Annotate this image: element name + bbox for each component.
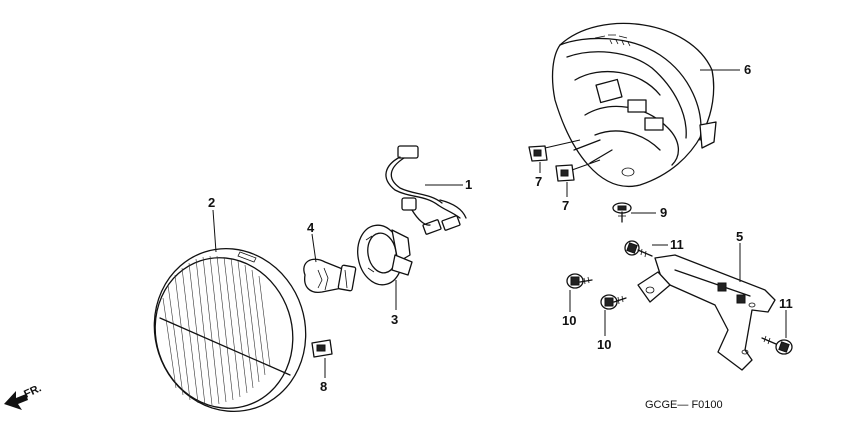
callout-7-lower: 7 [562, 198, 569, 213]
callout-5: 5 [736, 229, 743, 244]
callout-8: 8 [320, 379, 327, 394]
callout-11-upper: 11 [670, 237, 684, 252]
callout-3: 3 [391, 312, 398, 327]
headlight-unit [153, 247, 307, 413]
clip-nut-lower [555, 159, 601, 182]
headlight-bracket [637, 254, 776, 371]
clip-nut-8 [311, 339, 333, 358]
leader-lines [212, 69, 787, 378]
figure-code: GCGE— F0100 [645, 399, 723, 411]
bulb-socket [357, 224, 413, 286]
bolt-11-lower [761, 335, 793, 355]
bulb [303, 258, 357, 293]
bolt-10-left [566, 273, 593, 289]
headlight-case [551, 22, 717, 188]
callout-numbers: 1 2 3 4 5 6 7 7 8 9 10 10 11 11 [208, 62, 793, 394]
callout-11-lower: 11 [779, 296, 793, 311]
callout-4: 4 [307, 220, 315, 235]
callout-10-left: 10 [562, 313, 576, 328]
callout-6: 6 [744, 62, 751, 77]
clip-nut-upper [528, 139, 581, 162]
bolt-11-upper [624, 240, 653, 258]
callout-1: 1 [465, 177, 472, 192]
wire-harness [385, 145, 467, 235]
front-direction-indicator: FR. [4, 382, 43, 410]
front-label: FR. [22, 382, 43, 400]
callout-9: 9 [660, 205, 667, 220]
callout-7-upper: 7 [535, 174, 542, 189]
callout-10-right: 10 [597, 337, 611, 352]
screw-9 [612, 202, 632, 223]
front-arrow-icon [4, 391, 28, 410]
callout-2: 2 [208, 195, 215, 210]
bolt-10-right [600, 294, 627, 310]
